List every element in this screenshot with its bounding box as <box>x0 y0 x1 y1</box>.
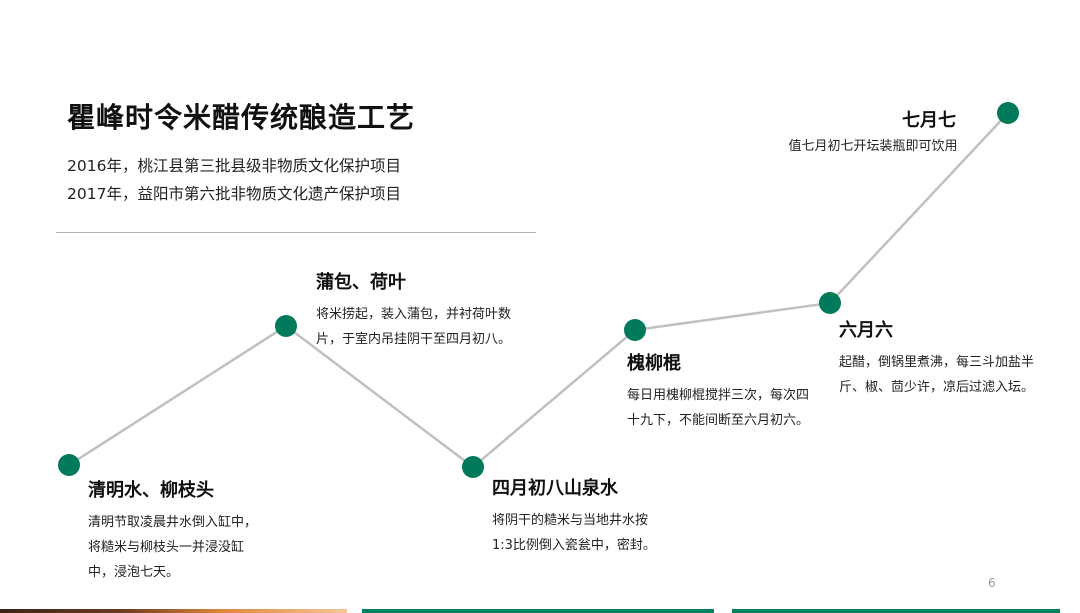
step-description: 将米捞起，装入蒲包，并衬荷叶数片，于室内吊挂阴干至四月初八。 <box>316 302 511 352</box>
timeline-line <box>68 112 1009 469</box>
step-description-line: 十九下，不能间断至六月初六。 <box>627 413 810 428</box>
timeline-node-3 <box>462 456 484 478</box>
footer-bar-green-1 <box>362 609 714 613</box>
step-description-line: 将米捞起，装入蒲包，并衬荷叶数 <box>316 307 512 322</box>
timeline-step-5: 六月六起醋，倒锅里煮沸，每三斗加盐半斤、椒、茴少许，凉后过滤入坛。 <box>839 316 1034 400</box>
subtitle-line-2: 2017年，益阳市第六批非物质文化遗产保护项目 <box>67 185 401 203</box>
timeline-step-3: 四月初八山泉水将阴干的糙米与当地井水按 1:3比例倒入瓷瓮中，密封。 <box>492 474 656 558</box>
step-description-line: 中，浸泡七天。 <box>88 565 180 580</box>
step-title: 蒲包、荷叶 <box>316 272 406 293</box>
footer-bar-gradient <box>0 609 347 613</box>
step-description-line: 将糙米与柳枝头一并浸没缸 <box>88 540 245 555</box>
step-description: 清明节取凌晨井水倒入缸中， 将糙米与柳枝头一并浸没缸中，浸泡七天。 <box>88 510 257 585</box>
step-description-line: 起醋，倒锅里煮沸，每三斗加盐半 <box>839 355 1035 370</box>
step-description: 起醋，倒锅里煮沸，每三斗加盐半斤、椒、茴少许，凉后过滤入坛。 <box>839 350 1034 400</box>
timeline-node-6 <box>997 102 1019 124</box>
header-divider <box>56 232 536 233</box>
step-description-line: 每日用槐柳棍搅拌三次，每次四 <box>627 388 810 403</box>
step-description: 将阴干的糙米与当地井水按 1:3比例倒入瓷瓮中，密封。 <box>492 508 656 558</box>
timeline-node-2 <box>275 315 297 337</box>
step-description-line: 清明节取凌晨井水倒入缸中， <box>88 515 258 530</box>
step-description-line: 1:3比例倒入瓷瓮中，密封。 <box>492 538 656 553</box>
step-title: 四月初八山泉水 <box>492 478 618 499</box>
step-description-line: 片，于室内吊挂阴干至四月初八。 <box>316 332 512 347</box>
step-description: 每日用槐柳棍搅拌三次，每次四十九下，不能间断至六月初六。 <box>627 383 809 433</box>
timeline-step-4: 槐柳棍每日用槐柳棍搅拌三次，每次四十九下，不能间断至六月初六。 <box>627 349 809 433</box>
page-number: 6 <box>988 576 996 590</box>
step-description: 值七月初七开坛装瓶即可饮用 <box>784 134 962 159</box>
step-description-line: 将阴干的糙米与当地井水按 <box>492 513 649 528</box>
step-title: 七月七 <box>902 110 956 131</box>
timeline-node-4 <box>624 319 646 341</box>
step-title: 清明水、柳枝头 <box>88 480 214 501</box>
timeline-step-2: 蒲包、荷叶将米捞起，装入蒲包，并衬荷叶数片，于室内吊挂阴干至四月初八。 <box>316 268 511 352</box>
page-title: 瞿峰时令米醋传统酿造工艺 <box>67 101 416 134</box>
timeline-node-1 <box>58 454 80 476</box>
timeline-step-6: 七月七值七月初七开坛装瓶即可饮用 <box>784 106 962 159</box>
subtitle-line-1: 2016年，桃江县第三批县级非物质文化保护项目 <box>67 157 401 175</box>
footer-bar-green-2 <box>732 609 1060 613</box>
step-description-line: 斤、椒、茴少许，凉后过滤入坛。 <box>839 380 1035 395</box>
timeline-step-1: 清明水、柳枝头清明节取凌晨井水倒入缸中， 将糙米与柳枝头一并浸没缸中，浸泡七天。 <box>88 476 257 585</box>
timeline-node-5 <box>819 292 841 314</box>
step-title: 槐柳棍 <box>627 353 681 374</box>
step-description-line: 值七月初七开坛装瓶即可饮用 <box>788 139 958 154</box>
step-title: 六月六 <box>839 320 893 341</box>
